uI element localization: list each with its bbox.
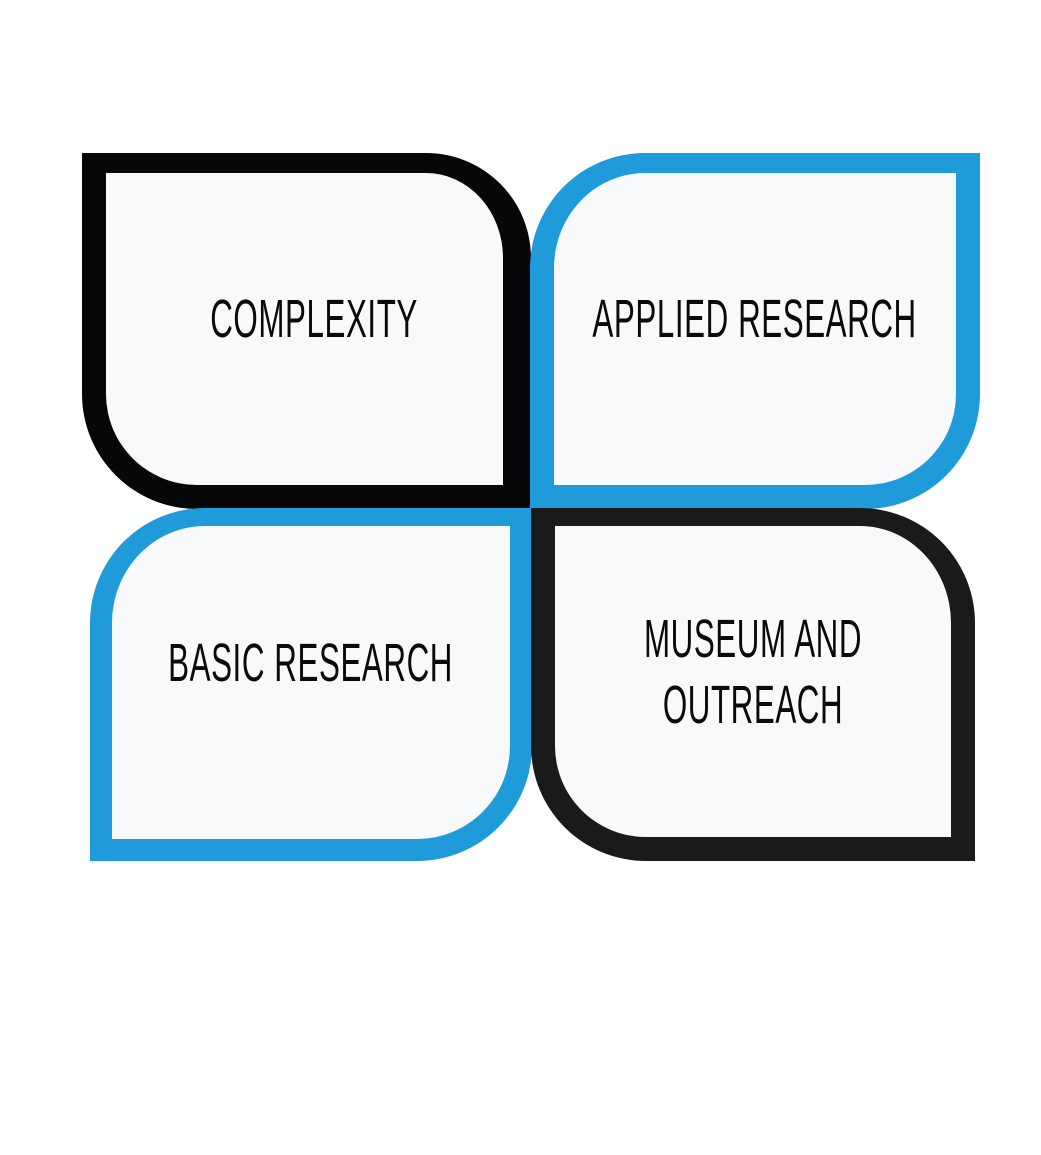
quadrant-label-line-2: OUTREACH <box>662 674 844 735</box>
quadrant-label: APPLIED RESEARCH <box>592 289 918 349</box>
quadrant-label: MUSEUM AND OUTREACH <box>644 606 862 738</box>
quadrant-basic-research: BASIC RESEARCH <box>90 508 532 861</box>
quadrant-label: COMPLEXITY <box>210 289 419 349</box>
quadrant-museum-and-outreach: MUSEUM AND OUTREACH <box>531 508 975 861</box>
quadrant-applied-research: APPLIED RESEARCH <box>530 153 980 509</box>
quadrant-label-line-1: MUSEUM AND <box>643 608 863 669</box>
quadrant-complexity: COMPLEXITY <box>82 153 531 509</box>
quadrant-label: BASIC RESEARCH <box>168 632 454 693</box>
